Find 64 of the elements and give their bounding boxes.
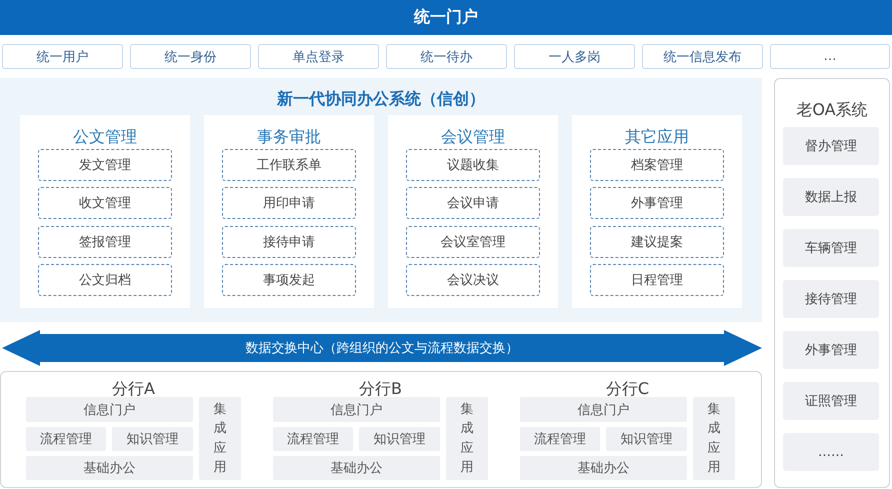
function-tile: 集成应用 bbox=[446, 397, 488, 480]
card-title: 会议管理 bbox=[441, 127, 505, 147]
function-tile: 信息门户 bbox=[520, 397, 687, 422]
function-tile: 流程管理 bbox=[26, 427, 106, 451]
function-tile: 基础办公 bbox=[273, 456, 440, 480]
function-tile: 公文归档 bbox=[38, 264, 172, 296]
function-tile: 签报管理 bbox=[38, 226, 172, 258]
legacy-system-panel bbox=[774, 78, 890, 488]
function-tile: 发文管理 bbox=[38, 149, 172, 181]
card-title: 事务审批 bbox=[257, 127, 321, 147]
function-tile: 会议决议 bbox=[406, 264, 540, 296]
function-tile: 收文管理 bbox=[38, 187, 172, 219]
function-tile: 会议室管理 bbox=[406, 226, 540, 258]
function-tile: 档案管理 bbox=[590, 149, 724, 181]
function-tile: 流程管理 bbox=[273, 427, 353, 451]
panel-title: 新一代协同办公系统（信创） bbox=[277, 89, 485, 109]
function-tile: …… bbox=[783, 433, 879, 471]
feature-tab: 单点登录 bbox=[258, 44, 379, 69]
feature-tab: 统一信息发布 bbox=[642, 44, 763, 69]
function-tile: 集成应用 bbox=[199, 397, 241, 480]
system-panel bbox=[0, 78, 762, 322]
function-tile: 信息门户 bbox=[26, 397, 193, 422]
arrow-label: 数据交换中心（跨组织的公文与流程数据交换） bbox=[246, 340, 518, 357]
function-tile: 流程管理 bbox=[520, 427, 600, 451]
branch-panel bbox=[0, 371, 762, 488]
module-card bbox=[20, 115, 190, 308]
function-tile: 事项发起 bbox=[222, 264, 356, 296]
header-banner: 统一门户 bbox=[0, 0, 892, 35]
module-card bbox=[572, 115, 742, 308]
function-tile: 建议提案 bbox=[590, 226, 724, 258]
card-title: 其它应用 bbox=[625, 127, 689, 147]
function-tile: 数据上报 bbox=[783, 178, 879, 216]
function-tile: 基础办公 bbox=[520, 456, 687, 480]
function-tile: 外事管理 bbox=[783, 331, 879, 369]
function-tile: 基础办公 bbox=[26, 456, 193, 480]
function-tile: 接待管理 bbox=[783, 280, 879, 318]
double-arrow bbox=[2, 330, 762, 366]
branch-title: 分行B bbox=[359, 379, 402, 399]
function-tile: 督办管理 bbox=[783, 127, 879, 165]
card-title: 公文管理 bbox=[73, 127, 137, 147]
function-tile: 议题收集 bbox=[406, 149, 540, 181]
function-tile: 外事管理 bbox=[590, 187, 724, 219]
function-tile: 知识管理 bbox=[359, 427, 440, 451]
function-tile: 信息门户 bbox=[273, 397, 440, 422]
feature-tab: 统一身份 bbox=[130, 44, 251, 69]
function-tile: 证照管理 bbox=[783, 382, 879, 420]
panel-title: 老OA系统 bbox=[796, 100, 868, 120]
function-tile: 用印申请 bbox=[222, 187, 356, 219]
feature-tab: 一人多岗 bbox=[514, 44, 635, 69]
function-tile: 车辆管理 bbox=[783, 229, 879, 267]
module-card bbox=[388, 115, 558, 308]
branch-title: 分行C bbox=[606, 379, 650, 399]
branch-title: 分行A bbox=[112, 379, 155, 399]
function-tile: 接待申请 bbox=[222, 226, 356, 258]
function-tile: 会议申请 bbox=[406, 187, 540, 219]
feature-tab: 统一用户 bbox=[2, 44, 123, 69]
function-tile: 知识管理 bbox=[606, 427, 687, 451]
feature-tab: 统一待办 bbox=[386, 44, 507, 69]
function-tile: 工作联系单 bbox=[222, 149, 356, 181]
function-tile: 知识管理 bbox=[112, 427, 193, 451]
function-tile: 日程管理 bbox=[590, 264, 724, 296]
feature-tab: … bbox=[770, 44, 890, 69]
module-card bbox=[204, 115, 374, 308]
function-tile: 集成应用 bbox=[693, 397, 735, 480]
